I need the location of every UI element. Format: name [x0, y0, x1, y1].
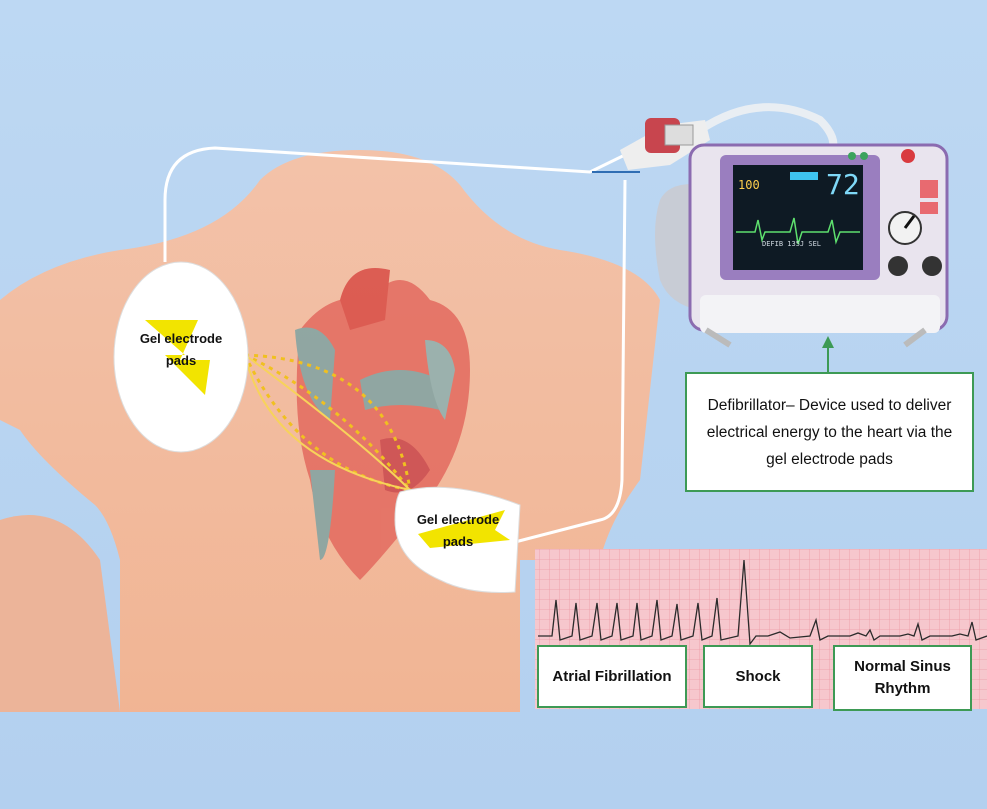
pad1-label: Gel electrode pads [139, 331, 223, 368]
heart-illustration [295, 268, 470, 580]
device-cable [697, 103, 838, 158]
bolt-icon [145, 320, 210, 395]
label-atrial-fibrillation: Atrial Fibrillation [537, 645, 687, 708]
ecg-trace [538, 559, 987, 646]
pad2-label: Gel electrode pads [416, 512, 500, 549]
label-normal-sinus-rhythm: Normal Sinus Rhythm [833, 645, 972, 711]
pad2-cable [514, 179, 627, 544]
monitor-status-text: DEFIB 135J SEL [762, 240, 822, 248]
label-shock: Shock [703, 645, 813, 708]
monitor-hr-value: 72 [826, 168, 860, 201]
monitor-left-value: 100 [738, 178, 760, 192]
bolt-icon [418, 510, 510, 548]
defibrillator-device [655, 143, 949, 348]
pad1-cable [163, 146, 636, 262]
cable-connector [620, 118, 710, 170]
current-paths [243, 353, 412, 492]
defibrillator-callout: Defibrillator– Device used to deliver el… [685, 372, 974, 492]
